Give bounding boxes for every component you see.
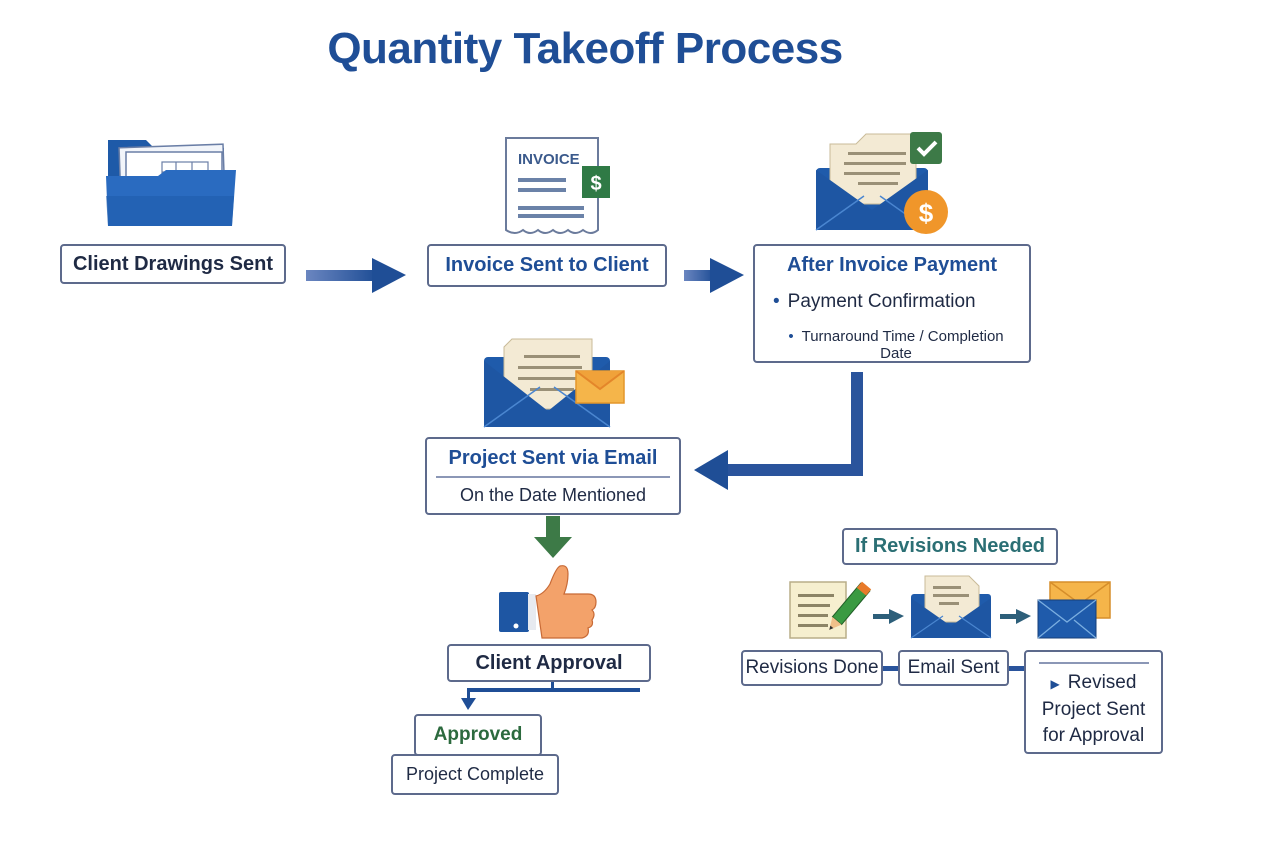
step-label: Client Drawings Sent bbox=[72, 252, 274, 275]
email-payment-icon: $ bbox=[815, 132, 948, 234]
divider bbox=[436, 476, 670, 478]
step-email-sent: Email Sent bbox=[898, 650, 1009, 686]
email-icon bbox=[483, 338, 625, 428]
page-title: Quantity Takeoff Process bbox=[327, 24, 843, 73]
step-project-complete: Project Complete bbox=[391, 754, 559, 795]
step-label: Revisions Done bbox=[745, 657, 879, 678]
label-line: Revised bbox=[1067, 672, 1137, 693]
invoice-icon-text: INVOICE bbox=[518, 151, 580, 168]
step-approved: Approved bbox=[414, 714, 542, 756]
connector-revisions-email bbox=[882, 666, 898, 671]
arrow-approval-branch bbox=[461, 680, 640, 710]
arrow-project-to-approval bbox=[534, 516, 572, 558]
step-client-drawings-sent: Client Drawings Sent bbox=[60, 244, 286, 284]
revisions-heading: If Revisions Needed bbox=[842, 528, 1058, 565]
label-line: for Approval bbox=[1042, 725, 1145, 746]
thumbs-up-icon bbox=[499, 565, 597, 639]
step-subtext: On the Date Mentioned bbox=[459, 485, 647, 505]
payment-item: Payment Confirmation bbox=[765, 291, 976, 313]
invoice-icon: INVOICE $ bbox=[505, 137, 610, 234]
step-client-approval: Client Approval bbox=[447, 644, 651, 682]
step-label: Invoice Sent to Client bbox=[445, 254, 649, 276]
step-after-invoice-payment: After Invoice Payment Payment Confirmati… bbox=[753, 244, 1031, 363]
revisions-heading-label: If Revisions Needed bbox=[854, 535, 1046, 557]
step-revisions-done: Revisions Done bbox=[741, 650, 883, 686]
payment-item: Turnaround Time / Completion Date bbox=[765, 328, 1019, 362]
svg-text:$: $ bbox=[590, 173, 601, 195]
arrow-email-to-revised bbox=[1000, 609, 1031, 624]
step-project-sent-via-email: Project Sent via Email On the Date Menti… bbox=[425, 437, 681, 515]
email-icon bbox=[910, 575, 992, 639]
step-revised-project-sent: ▶ Revised Project Sent for Approval bbox=[1024, 650, 1163, 754]
step-invoice-sent: Invoice Sent to Client bbox=[427, 244, 667, 287]
arrow-revisions-to-email bbox=[873, 609, 904, 624]
document-edit-icon bbox=[789, 581, 872, 639]
step-heading: After Invoice Payment bbox=[786, 254, 998, 276]
label-line: Project Sent bbox=[1041, 699, 1146, 720]
step-heading: Project Sent via Email bbox=[448, 447, 658, 469]
arrow-payment-to-project bbox=[694, 372, 863, 490]
divider bbox=[1038, 662, 1149, 664]
revised-project-label: ▶ Revised Project Sent for Approval bbox=[1042, 670, 1146, 749]
step-label: Client Approval bbox=[475, 651, 623, 674]
folder-icon bbox=[106, 140, 236, 226]
arrow-invoice-to-payment bbox=[684, 258, 744, 293]
play-bullet-icon: ▶ bbox=[1050, 677, 1060, 691]
step-label: Project Complete bbox=[405, 764, 545, 784]
connector-email-revised bbox=[1008, 666, 1024, 671]
envelopes-icon bbox=[1037, 581, 1111, 639]
arrow-drawings-to-invoice bbox=[306, 258, 406, 293]
step-label: Email Sent bbox=[907, 657, 1000, 678]
step-label: Approved bbox=[433, 724, 523, 745]
svg-text:$: $ bbox=[919, 198, 934, 228]
